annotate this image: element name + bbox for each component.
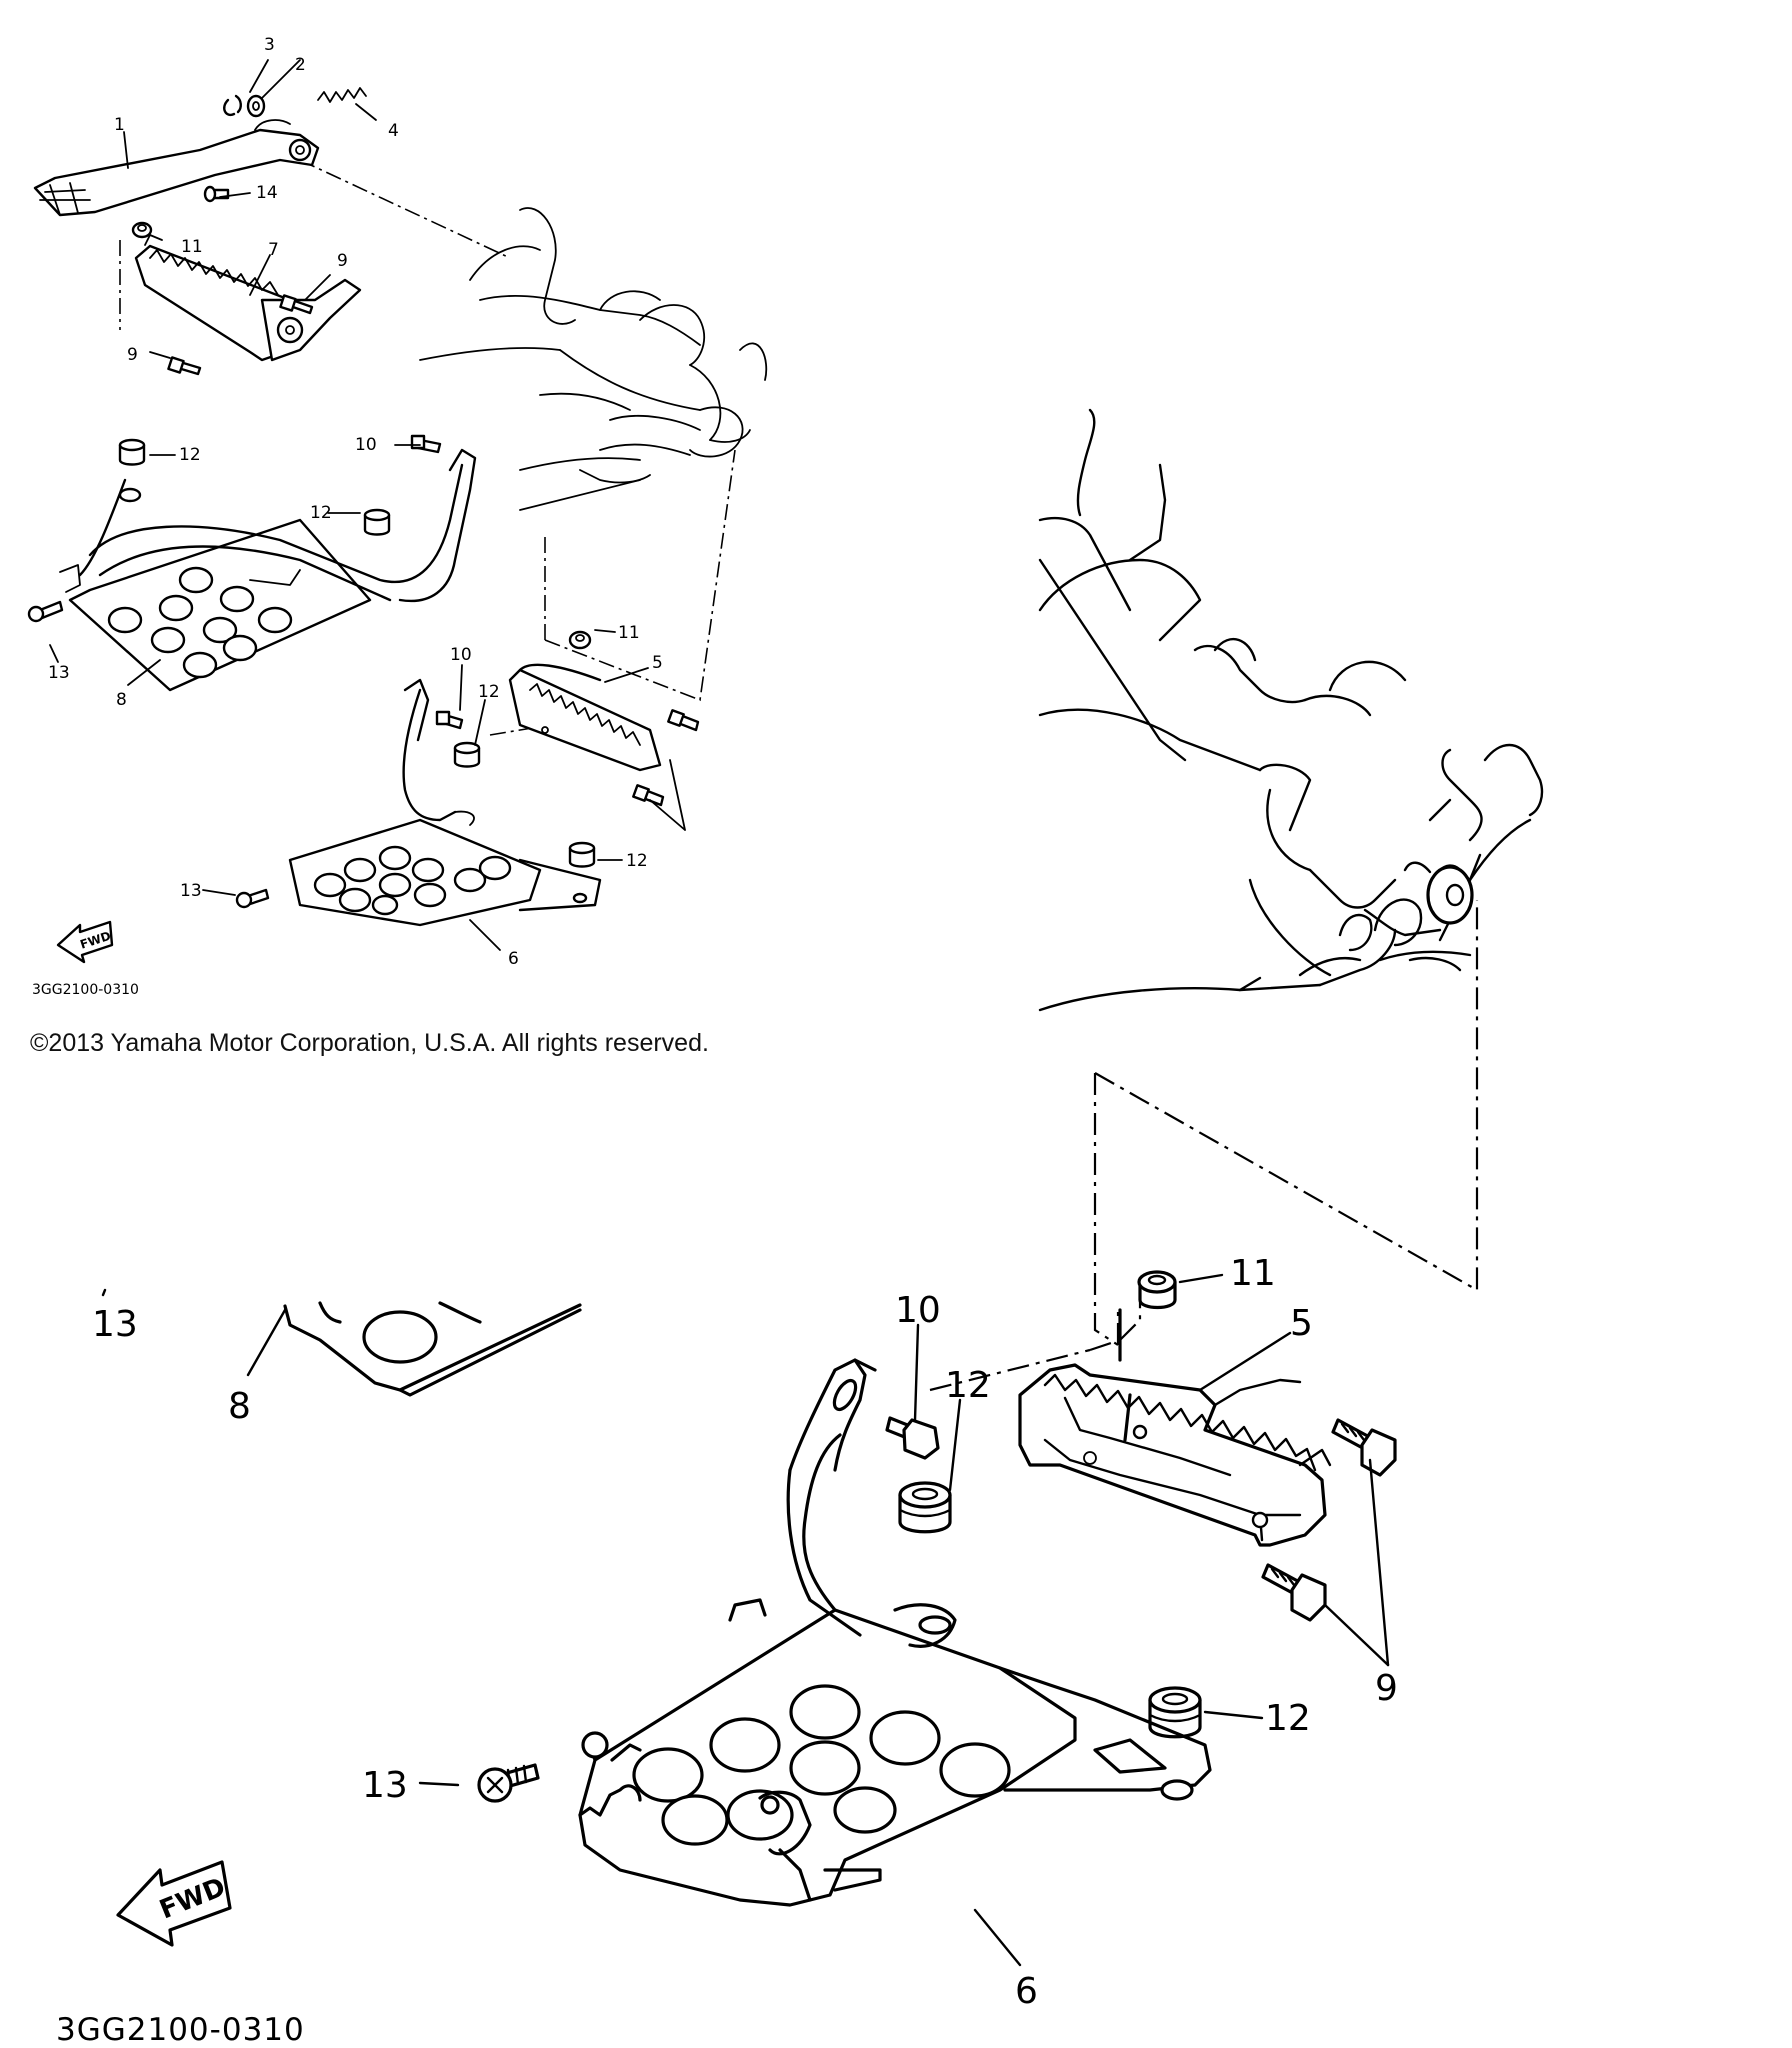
fwd-arrow-large: FWD (116, 1860, 232, 1947)
callout-8-detail: 8 (228, 1386, 251, 1427)
callout-12b: 12 (310, 503, 332, 523)
copyright-notice: ©2013 Yamaha Motor Corporation, U.S.A. A… (30, 1029, 709, 1057)
callout-9: 9 (337, 251, 348, 271)
callout-5-detail: 5 (1290, 1303, 1313, 1344)
washer (246, 94, 266, 118)
callout-2: 2 (295, 55, 306, 75)
bolt-9-a (1331, 1418, 1397, 1477)
callout-8: 8 (116, 690, 127, 710)
left-footrest-overview (508, 663, 662, 772)
right-footrest-guard-overview (288, 678, 602, 927)
damper-12-overview-c (453, 741, 481, 768)
callout-13-detail: 13 (362, 1765, 408, 1806)
callout-14: 14 (256, 183, 278, 203)
overview-callouts: 1 2 3 4 5 6 7 8 9 9 10 10 11 11 12 12 12… (48, 35, 663, 969)
callout-10-detail: 10 (895, 1290, 941, 1331)
callout-10: 10 (355, 435, 377, 455)
damper-12-a (898, 1481, 952, 1534)
drawing-code-large: 3GG2100-0310 (56, 2012, 305, 2048)
bolt-9-overview-d (632, 784, 665, 807)
damper-12-overview-a (118, 438, 146, 466)
screw-13-overview-a (27, 600, 64, 623)
circlip (223, 94, 242, 117)
callout-3: 3 (264, 35, 275, 55)
callout-10b: 10 (450, 645, 472, 665)
bolt-9-b (1261, 1563, 1327, 1622)
nut-11-overview-b (568, 630, 592, 650)
callout-1: 1 (114, 115, 125, 135)
callout-6-detail: 6 (1015, 1971, 1038, 2012)
callout-12d: 12 (626, 851, 648, 871)
spring (317, 87, 367, 103)
callout-12: 12 (179, 445, 201, 465)
fwd-arrow-small: FWD (56, 920, 114, 964)
screw-13 (477, 1763, 540, 1803)
frame-boss (1338, 861, 1474, 952)
drawing-code-small: 3GG2100-0310 (32, 982, 139, 998)
damper-12-overview-d (568, 841, 596, 868)
callout-13b: 13 (180, 881, 202, 901)
frame-outline (419, 207, 768, 511)
callout-4: 4 (388, 121, 399, 141)
callout-12-detail-b: 12 (1265, 1698, 1311, 1739)
callout-11: 11 (181, 237, 203, 257)
bolt-10-overview-a (410, 434, 442, 454)
damper-12-overview-b (363, 508, 391, 536)
callout-13-detail-cut: 13 (92, 1304, 138, 1345)
callout-9-detail: 9 (1375, 1668, 1398, 1709)
right-footrest (134, 244, 362, 362)
callout-7: 7 (268, 240, 279, 260)
callout-5: 5 (652, 653, 663, 673)
nut-11-overview (131, 221, 153, 239)
left-footrest (1018, 1363, 1332, 1547)
callout-13: 13 (48, 663, 70, 683)
callout-6: 6 (508, 949, 519, 969)
bolt-9-overview-c (667, 709, 700, 732)
callout-9b: 9 (127, 345, 138, 365)
nut-11 (1137, 1270, 1177, 1310)
callout-11-detail: 11 (1230, 1253, 1276, 1294)
damper-12-b (1148, 1686, 1202, 1739)
bolt-10-overview-b (435, 710, 464, 730)
bolt-9-overview-a (279, 294, 314, 315)
pin (203, 185, 230, 203)
detail-callouts: 5 6 8 9 10 11 12 12 13 13 (92, 1253, 1398, 2012)
left-footrest-guard-detail (283, 1301, 582, 1397)
callout-11b: 11 (618, 623, 640, 643)
screw-13-overview-b (235, 888, 270, 909)
overview-diagram: FWD 1 2 3 4 5 6 7 8 (27, 35, 768, 998)
left-footrest-guard (59, 448, 477, 692)
callout-12c: 12 (478, 682, 500, 702)
right-footrest-guard (578, 1358, 1212, 1907)
frame-outline-detail (1038, 408, 1544, 1012)
bolt-10 (885, 1416, 940, 1460)
brake-pedal (33, 119, 320, 217)
detail-diagram: FWD 5 6 8 9 10 11 12 12 13 13 3GG2100-03… (56, 408, 1544, 2048)
bolt-9-overview-b (167, 356, 202, 376)
callout-12-detail-a: 12 (945, 1365, 991, 1406)
